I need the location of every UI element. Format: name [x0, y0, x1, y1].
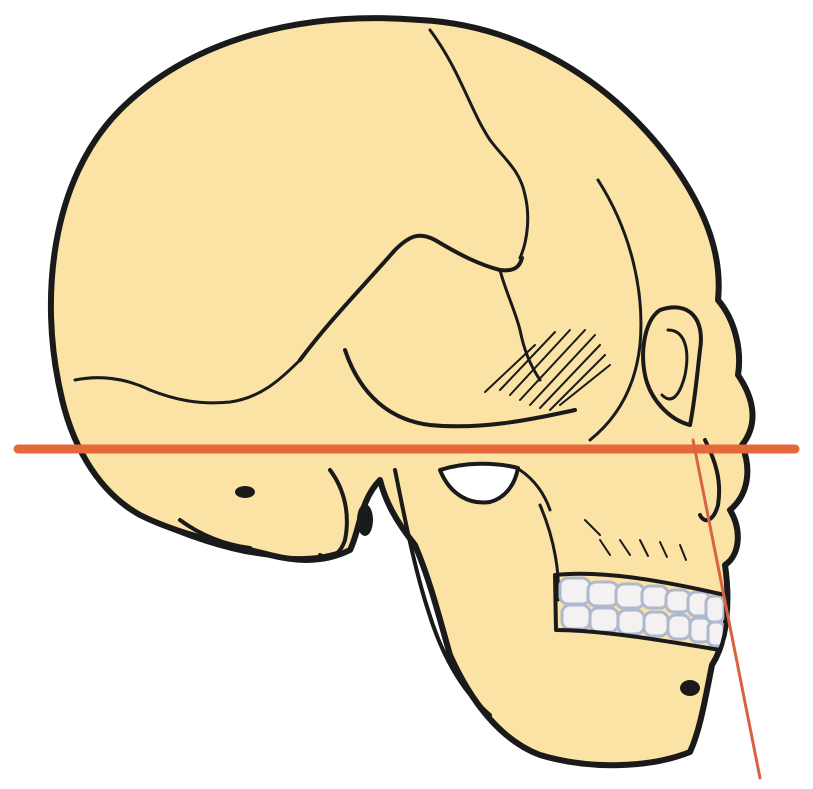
mental-foramen	[680, 680, 700, 696]
mastoid-foramen	[235, 486, 255, 498]
condyle-dark	[357, 504, 373, 536]
